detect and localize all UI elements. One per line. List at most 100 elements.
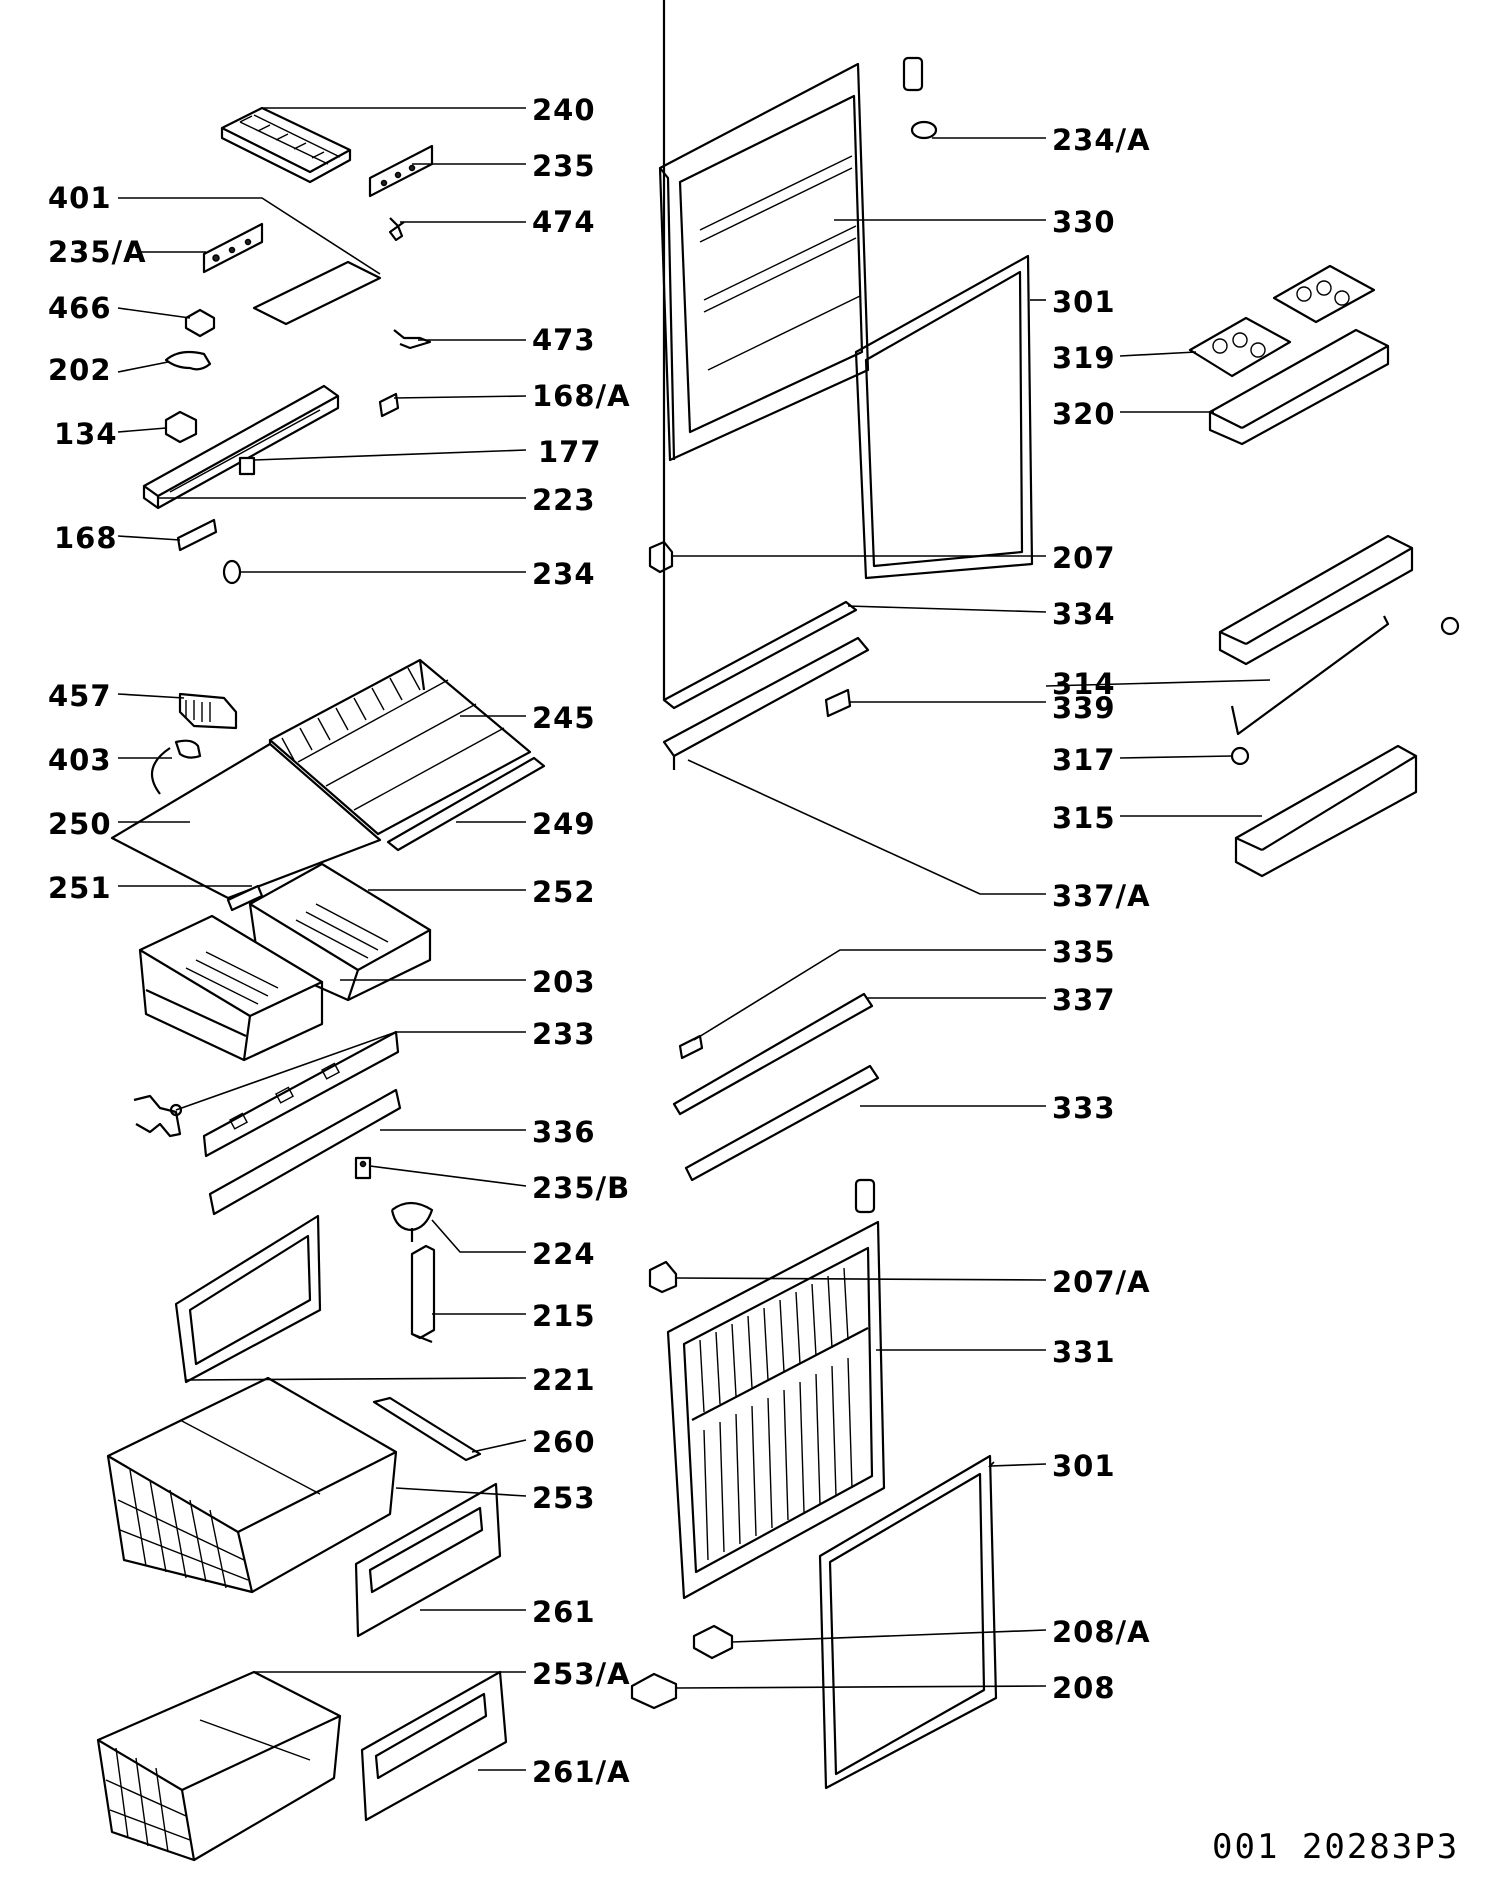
part-crisper-203 bbox=[138, 914, 324, 1062]
part-cover-208 bbox=[630, 1672, 678, 1710]
label-253: 253 bbox=[532, 1481, 596, 1515]
part-bar-334 bbox=[662, 0, 858, 710]
part-bar-333 bbox=[684, 1064, 880, 1182]
part-ice-tray bbox=[220, 106, 352, 184]
label-223: 223 bbox=[532, 483, 596, 517]
part-lever-473 bbox=[393, 329, 432, 350]
label-252: 252 bbox=[532, 875, 596, 909]
label-215: 215 bbox=[532, 1299, 596, 1333]
label-401: 401 bbox=[48, 181, 112, 215]
part-bar-337a bbox=[662, 636, 870, 770]
part-switch-134 bbox=[164, 410, 198, 444]
part-hinge-207a bbox=[648, 1260, 678, 1294]
part-clip-202 bbox=[164, 350, 212, 371]
part-diffuser-168 bbox=[176, 518, 218, 552]
label-250: 250 bbox=[48, 807, 112, 841]
part-ring-224 bbox=[390, 1201, 434, 1242]
label-473: 473 bbox=[532, 323, 596, 357]
label-333: 333 bbox=[1052, 1091, 1116, 1125]
label-168: 168 bbox=[54, 521, 118, 555]
part-crisper-252 bbox=[248, 862, 432, 1002]
part-plate-401 bbox=[252, 260, 382, 326]
part-hinge-233 bbox=[133, 1094, 183, 1138]
label-337a: 337/A bbox=[1052, 879, 1151, 913]
part-trim-249 bbox=[386, 756, 546, 852]
leader-lines bbox=[117, 107, 1271, 1771]
label-466: 466 bbox=[48, 291, 112, 325]
part-glass-shelf-250 bbox=[110, 742, 382, 900]
label-474: 474 bbox=[532, 205, 596, 239]
part-clip-235b bbox=[354, 1156, 372, 1180]
label-301: 301 bbox=[1052, 285, 1116, 319]
part-flap-221 bbox=[174, 1214, 322, 1384]
part-cover-208a bbox=[692, 1624, 734, 1660]
label-208a: 208/A bbox=[1052, 1615, 1151, 1649]
part-cover-168a bbox=[378, 392, 400, 418]
label-221: 221 bbox=[532, 1363, 596, 1397]
part-screw-317 bbox=[1230, 746, 1250, 766]
part-clip-339 bbox=[824, 688, 852, 718]
part-rod-314 bbox=[1230, 615, 1390, 736]
part-bar-335 bbox=[678, 1034, 704, 1060]
label-339: 339 bbox=[1052, 691, 1116, 725]
label-330: 330 bbox=[1052, 205, 1116, 239]
label-235a: 235/A bbox=[48, 235, 147, 269]
part-basket-253a bbox=[96, 1670, 342, 1862]
part-hinge-207 bbox=[648, 540, 674, 574]
part-upper-door-inner bbox=[658, 62, 870, 462]
part-screw-upper bbox=[1440, 616, 1460, 636]
label-134: 134 bbox=[54, 417, 118, 451]
label-331: 331 bbox=[1052, 1335, 1116, 1369]
part-knob-466 bbox=[184, 308, 216, 338]
part-bracket-235 bbox=[368, 144, 434, 198]
label-224: 224 bbox=[532, 1237, 596, 1271]
label-177: 177 bbox=[538, 435, 602, 469]
part-plug-lower bbox=[854, 1178, 876, 1214]
label-240: 240 bbox=[532, 93, 596, 127]
label-457: 457 bbox=[48, 679, 112, 713]
label-317: 317 bbox=[1052, 743, 1116, 777]
label-207a: 207/A bbox=[1052, 1265, 1151, 1299]
part-gasket-234 bbox=[222, 559, 242, 585]
part-gasket-301-upper bbox=[854, 254, 1034, 580]
label-314: 314 bbox=[1052, 667, 1116, 701]
part-egg-tray-319 bbox=[1188, 264, 1376, 378]
label-261: 261 bbox=[532, 1595, 596, 1629]
part-cable-403 bbox=[150, 739, 202, 795]
label-245: 245 bbox=[532, 701, 596, 735]
diagram-code: 001 20283P3 bbox=[1212, 1827, 1459, 1867]
label-301-lower: 301 bbox=[1052, 1449, 1116, 1483]
part-lamp-177 bbox=[238, 456, 256, 476]
label-315: 315 bbox=[1052, 801, 1116, 835]
label-168a: 168/A bbox=[532, 379, 631, 413]
label-233: 233 bbox=[532, 1017, 596, 1051]
label-334: 334 bbox=[1052, 597, 1116, 631]
part-bar-337 bbox=[672, 992, 874, 1116]
label-235b: 235/B bbox=[532, 1171, 630, 1205]
label-253a: 253/A bbox=[532, 1657, 631, 1691]
label-203: 203 bbox=[532, 965, 596, 999]
part-clip-474 bbox=[388, 217, 405, 242]
label-320: 320 bbox=[1052, 397, 1116, 431]
label-260: 260 bbox=[532, 1425, 596, 1459]
label-234a: 234/A bbox=[1052, 123, 1151, 157]
label-319: 319 bbox=[1052, 341, 1116, 375]
label-234: 234 bbox=[532, 557, 596, 591]
label-336: 336 bbox=[532, 1115, 596, 1149]
label-202: 202 bbox=[48, 353, 112, 387]
part-strip-260 bbox=[372, 1396, 482, 1462]
part-flap-261 bbox=[354, 1482, 502, 1638]
label-208: 208 bbox=[1052, 1671, 1116, 1705]
part-lower-door-331 bbox=[666, 1220, 886, 1600]
label-249: 249 bbox=[532, 807, 596, 841]
part-flap-261a bbox=[360, 1670, 508, 1822]
part-rail-336 bbox=[208, 1088, 402, 1216]
part-rail-233 bbox=[202, 1030, 400, 1158]
part-bracket-235a bbox=[202, 222, 264, 274]
label-235: 235 bbox=[532, 149, 596, 183]
part-trim-251 bbox=[226, 884, 264, 912]
part-basket-253 bbox=[106, 1376, 398, 1594]
label-251: 251 bbox=[48, 871, 112, 905]
label-261a: 261/A bbox=[532, 1755, 631, 1789]
